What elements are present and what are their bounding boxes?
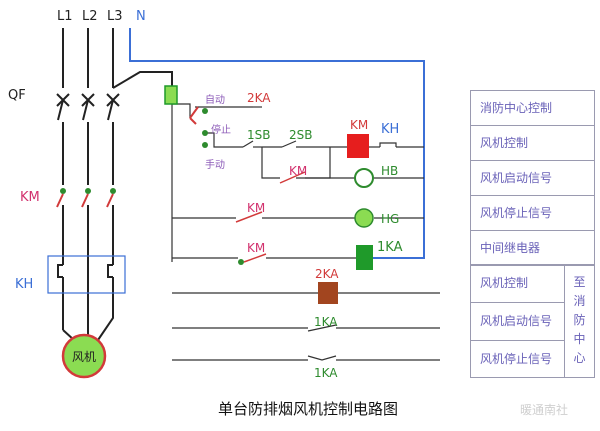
legend-item-intermediate-relay: 中间继电器	[471, 231, 594, 266]
relay-1ka-contact-a-label: 1KA	[314, 315, 338, 329]
km-contact-dot	[238, 259, 244, 265]
legend-item-fire-center: 消防中心控制	[471, 91, 594, 126]
three-phase-wires	[57, 28, 173, 341]
phase-label-l3: L3	[107, 9, 123, 24]
legend-group-item-fan-control: 风机控制	[471, 265, 564, 303]
legend-item-fan-stop-signal: 风机停止信号	[471, 196, 594, 231]
breaker-qf-marks	[56, 93, 120, 107]
km-contact-1ka-label: KM	[247, 241, 265, 255]
mode-stop-label: 停止	[211, 123, 231, 136]
control-wires	[171, 103, 440, 361]
legend-group-item-start-signal: 风机启动信号	[471, 303, 564, 341]
hb-lamp-label: HB	[381, 164, 398, 178]
hg-lamp-label: HG	[381, 212, 399, 226]
start-button-label: 1SB	[247, 128, 270, 142]
mode-manual-label: 手动	[205, 158, 225, 171]
legend-table: 消防中心控制 风机控制 风机启动信号 风机停止信号 中间继电器	[470, 90, 595, 266]
kh-contact-label: KH	[381, 122, 399, 137]
mode-selector-switch	[189, 106, 208, 148]
control-fuse	[164, 85, 178, 105]
stop-button-2sb	[281, 140, 297, 148]
km-main-contacts	[56, 188, 116, 208]
legend-side-char: 中	[573, 332, 586, 346]
relay-1ka-contact-b	[307, 355, 337, 361]
legend-group-table: 风机控制 风机启动信号 风机停止信号 至 消 防 中 心	[470, 264, 595, 378]
switch-2ka-label: 2KA	[247, 91, 271, 105]
relay-1ka-contact-a	[307, 324, 337, 332]
km-contact-hg-label: KM	[247, 201, 265, 215]
contactor-label: KM	[20, 190, 40, 205]
km-contact-hg	[235, 211, 263, 223]
relay-1ka-coil	[356, 245, 373, 270]
kh-contact	[379, 142, 397, 147]
hg-lamp	[354, 208, 374, 228]
breaker-label: QF	[8, 88, 26, 103]
legend-item-fan-control: 风机控制	[471, 126, 594, 161]
phase-label-l2: L2	[82, 9, 98, 24]
relay-2ka-label: 2KA	[315, 267, 339, 281]
legend-side-char: 防	[573, 313, 586, 327]
legend-side-char: 心	[573, 351, 586, 365]
stop-button-label: 2SB	[289, 128, 312, 142]
thermal-relay-kh-box	[47, 255, 126, 294]
mode-auto-label: 自动	[205, 93, 225, 106]
km-coil-label: KM	[350, 118, 368, 132]
legend-side-char: 至	[573, 275, 586, 289]
legend-group-rows: 风机控制 风机启动信号 风机停止信号	[471, 265, 565, 377]
relay-2ka-coil	[318, 282, 338, 304]
legend-group-item-stop-signal: 风机停止信号	[480, 352, 553, 366]
hb-lamp	[354, 168, 374, 188]
thermal-relay-label: KH	[15, 277, 33, 292]
watermark: 暖通南社	[520, 402, 568, 417]
km-coil	[347, 134, 369, 158]
km-contact-1ka	[243, 253, 267, 263]
phase-label-l1: L1	[57, 9, 73, 24]
relay-1ka-label: 1KA	[377, 240, 403, 255]
relay-1ka-contact-b-label: 1KA	[314, 366, 338, 380]
motor-label: 风机	[72, 350, 96, 364]
start-button-1sb	[242, 140, 254, 148]
neutral-wire	[129, 28, 425, 259]
km-holding-contact	[279, 171, 306, 184]
legend-item-fan-start-signal: 风机启动信号	[471, 161, 594, 196]
legend-side-char: 消	[573, 294, 586, 308]
legend-group-side-label: 至 消 防 中 心	[565, 273, 594, 368]
neutral-label: N	[136, 9, 146, 24]
diagram-title: 单台防排烟风机控制电路图	[218, 400, 398, 418]
km-holding-label: KM	[289, 164, 307, 178]
fan-motor	[61, 333, 107, 379]
